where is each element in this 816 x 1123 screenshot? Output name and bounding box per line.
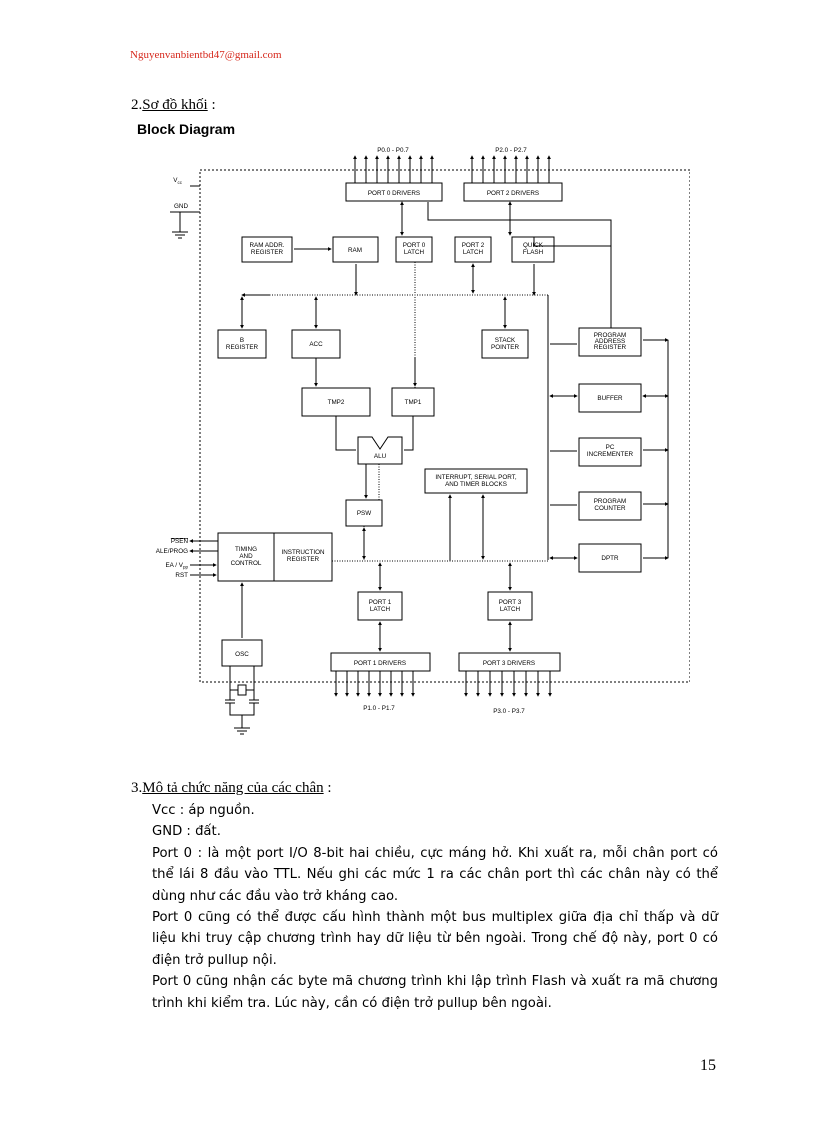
program-counter-label-1: PROGRAM (594, 498, 627, 505)
port2-latch-label-1: PORT 2 (462, 242, 485, 249)
pc-incrementer-label-1: PC (606, 444, 615, 451)
program-address-label-1: PROGRAM (594, 332, 627, 339)
dptr-block (578, 543, 642, 573)
port1-latch-block (357, 591, 403, 621)
program-counter-label-2: COUNTER (594, 505, 626, 512)
port0-latch-label-1: PORT 0 (403, 242, 426, 249)
p3-pin-arrows (464, 671, 552, 697)
tmp1-label: TMP1 (405, 399, 422, 406)
paragraph-vcc: Vcc : áp nguồn. (152, 803, 255, 818)
ram-block (332, 236, 379, 263)
psen-label: PSEN (171, 538, 189, 545)
section-2-number: 2. (131, 97, 143, 113)
port2-drivers-label: PORT 2 DRIVERS (487, 190, 539, 197)
section-3-heading: 3.Mô tả chức năng của các chân : (131, 780, 332, 797)
port1-drivers-label: PORT 1 DRIVERS (354, 660, 406, 667)
stack-pointer-block (481, 329, 529, 359)
instruction-register-label-2: REGISTER (287, 556, 320, 563)
port1-latch-label-1: PORT 1 (369, 599, 392, 606)
buffer-label: BUFFER (597, 395, 623, 402)
p2-pins-label: P2.0 - P2.7 (495, 147, 527, 154)
p0-pins-label: P0.0 - P0.7 (377, 147, 409, 154)
ram-addr-register-block (241, 236, 293, 263)
pc-incrementer-block (578, 437, 642, 467)
ram-label: RAM (348, 247, 362, 254)
rst-label: RST (175, 572, 188, 579)
b-register-label-1: B (240, 337, 244, 344)
paragraph-gnd: GND : đất. (152, 824, 221, 840)
port3-latch-label-1: PORT 3 (499, 599, 522, 606)
interrupt-block (424, 468, 528, 494)
ram-addr-label-1: RAM ADDR. (250, 242, 285, 249)
program-address-label-2: ADDRESS (595, 338, 625, 345)
port2-latch-label-2: LATCH (463, 249, 484, 256)
program-counter-block (578, 491, 642, 521)
psw-label: PSW (357, 510, 371, 517)
port0-latch-block (395, 236, 433, 263)
port0-drivers-label: PORT 0 DRIVERS (368, 190, 420, 197)
port3-latch-label-2: LATCH (500, 606, 521, 613)
port3-drivers-label: PORT 3 DRIVERS (483, 660, 535, 667)
dptr-label: DPTR (601, 555, 619, 562)
section-2-heading: 2.Sơ đồ khối : (131, 97, 216, 114)
pin-description-body: Vcc : áp nguồn. GND : đất. Port 0 : là m… (152, 800, 718, 1014)
paragraph-port0-io: Port 0 : là một port I/O 8-bit hai chiều… (152, 845, 718, 904)
quick-flash-block (511, 236, 555, 263)
timing-label-3: CONTROL (231, 560, 262, 567)
interrupt-label-1: INTERRUPT, SERIAL PORT, (435, 474, 516, 481)
section-2-suffix: : (207, 97, 216, 113)
block-diagram: P0.0 - P0.7 P2.0 - P2.7 PORT 0 DRIVERS P… (156, 147, 690, 735)
p2-pin-arrows (470, 155, 551, 183)
alu-label: ALU (374, 453, 387, 460)
quick-flash-label-2: FLASH (523, 249, 544, 256)
chip-outline (199, 169, 690, 683)
p1-pins-label: P1.0 - P1.7 (363, 705, 395, 712)
instruction-register-block (273, 532, 333, 582)
paragraph-port0-flash: Port 0 cũng nhận các byte mã chương trìn… (152, 974, 718, 1011)
section-3-suffix: : (323, 780, 332, 796)
program-address-register-block (578, 327, 642, 357)
section-3-title: Mô tả chức năng của các chân (142, 780, 324, 796)
header-email: Nguyenvanbientbd47@gmail.com (130, 49, 282, 61)
gnd-label: GND (174, 203, 188, 210)
section-2-title: Sơ đồ khối (142, 97, 208, 113)
page-number: 15 (700, 1057, 716, 1074)
p1-pin-arrows (334, 671, 415, 697)
osc-block (221, 639, 263, 667)
pc-incrementer-label-2: INCREMENTER (587, 451, 634, 458)
interrupt-label-2: AND TIMER BLOCKS (445, 481, 507, 488)
port3-latch-block (487, 591, 533, 621)
b-register-block (217, 329, 267, 359)
osc-label: OSC (235, 651, 249, 658)
program-address-label-3: REGISTER (594, 344, 627, 351)
alu-block (357, 436, 403, 465)
port0-drivers-block (345, 182, 443, 202)
p3-pins-label: P3.0 - P3.7 (493, 708, 525, 715)
acc-label: ACC (309, 341, 323, 348)
timing-label-1: TIMING (235, 546, 257, 553)
section-3-number: 3. (131, 780, 143, 796)
paragraph-port0-bus: Port 0 cũng có thể được cấu hình thành m… (152, 910, 718, 968)
b-register-label-2: REGISTER (226, 344, 259, 351)
port2-drivers-block (463, 182, 563, 202)
ram-addr-label-2: REGISTER (251, 249, 284, 256)
buffer-block (578, 383, 642, 413)
timing-label-2: AND (239, 553, 253, 560)
p0-pin-arrows (353, 155, 434, 183)
tmp2-label: TMP2 (328, 399, 345, 406)
port2-latch-block (454, 236, 492, 263)
block-diagram-title: Block Diagram (137, 121, 236, 137)
vcc-label: Vcc (173, 177, 182, 185)
ea-vpp-label: EA / Vpp (165, 562, 188, 570)
stack-pointer-label-2: POINTER (491, 344, 519, 351)
stack-pointer-label-1: STACK (495, 337, 516, 344)
ale-prog-label: ALE/PROG (156, 548, 188, 555)
quick-flash-label-1: QUICK (523, 242, 544, 249)
port0-latch-label-2: LATCH (404, 249, 425, 256)
port3-drivers-block (458, 652, 561, 672)
instruction-register-label-1: INSTRUCTION (281, 549, 324, 556)
port1-latch-label-2: LATCH (370, 606, 391, 613)
